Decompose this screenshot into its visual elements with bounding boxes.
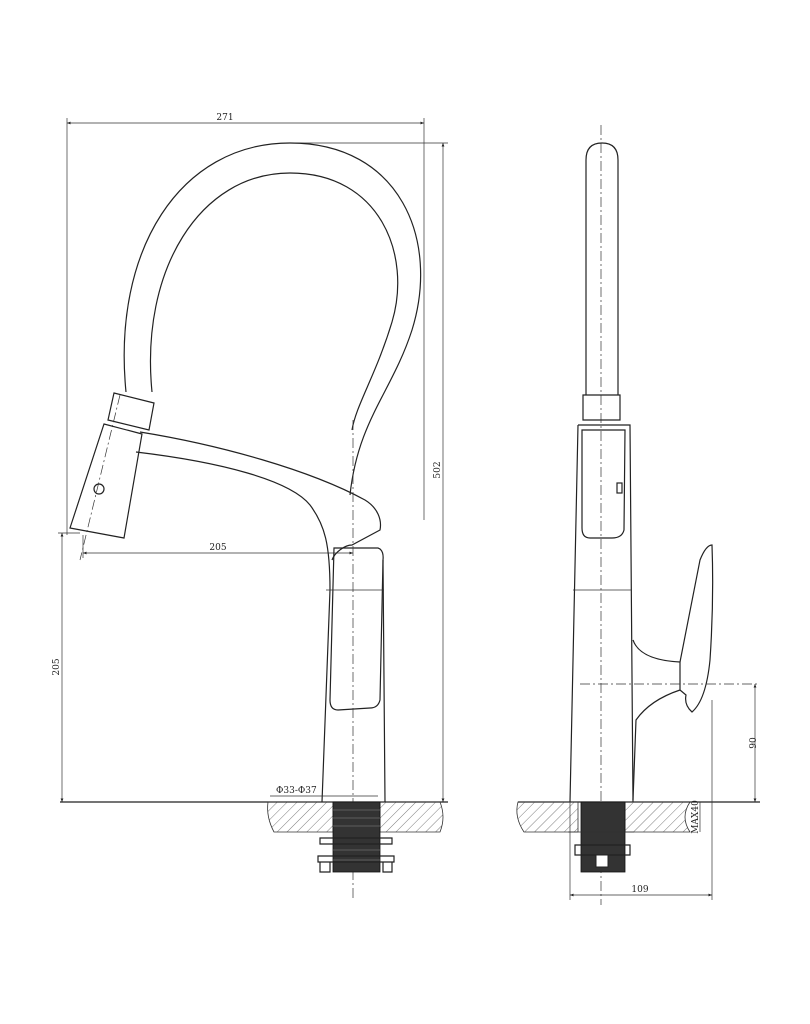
faucet-body xyxy=(321,559,386,803)
dim-max40-label: MAX40 xyxy=(691,800,701,834)
dimension-handle-height: 90 xyxy=(749,684,759,802)
countertop-section-right xyxy=(379,801,444,833)
dimension-spout-reach: 205 xyxy=(82,535,353,558)
lever-handle xyxy=(679,544,714,713)
mounting-nut xyxy=(317,837,395,873)
countertop-section-left xyxy=(267,801,334,833)
gooseneck-outer xyxy=(123,142,422,496)
handle-base xyxy=(632,639,681,801)
dimension-hole-diameter: Φ33-Φ37 xyxy=(270,786,378,797)
spout-tube xyxy=(585,142,619,395)
dimension-total-height: 502 xyxy=(290,142,448,802)
dim-502-label: 502 xyxy=(433,461,443,478)
dim-109-label: 109 xyxy=(631,885,648,895)
dimension-max-counter-thickness: MAX40 xyxy=(691,800,701,834)
dimension-total-width: 271 xyxy=(66,113,425,535)
dim-271-label: 271 xyxy=(216,113,233,123)
dimension-spout-height: 205 xyxy=(52,532,80,802)
dimension-depth: 109 xyxy=(569,700,713,900)
front-view: 271 502 205 205 xyxy=(52,113,448,900)
dim-205-vertical-label: 205 xyxy=(52,658,62,675)
gooseneck-inner xyxy=(149,172,399,431)
countertop-section-side-right xyxy=(624,801,691,833)
mounting-thread xyxy=(332,801,381,873)
dim-90-label: 90 xyxy=(749,737,759,749)
countertop-section-side-left xyxy=(516,801,579,833)
dim-hole-label: Φ33-Φ37 xyxy=(276,786,317,796)
side-view: 90 MAX40 109 xyxy=(516,125,760,905)
side-body xyxy=(569,424,634,803)
spray-head xyxy=(69,423,143,539)
dim-205-horizontal-label: 205 xyxy=(209,543,226,553)
